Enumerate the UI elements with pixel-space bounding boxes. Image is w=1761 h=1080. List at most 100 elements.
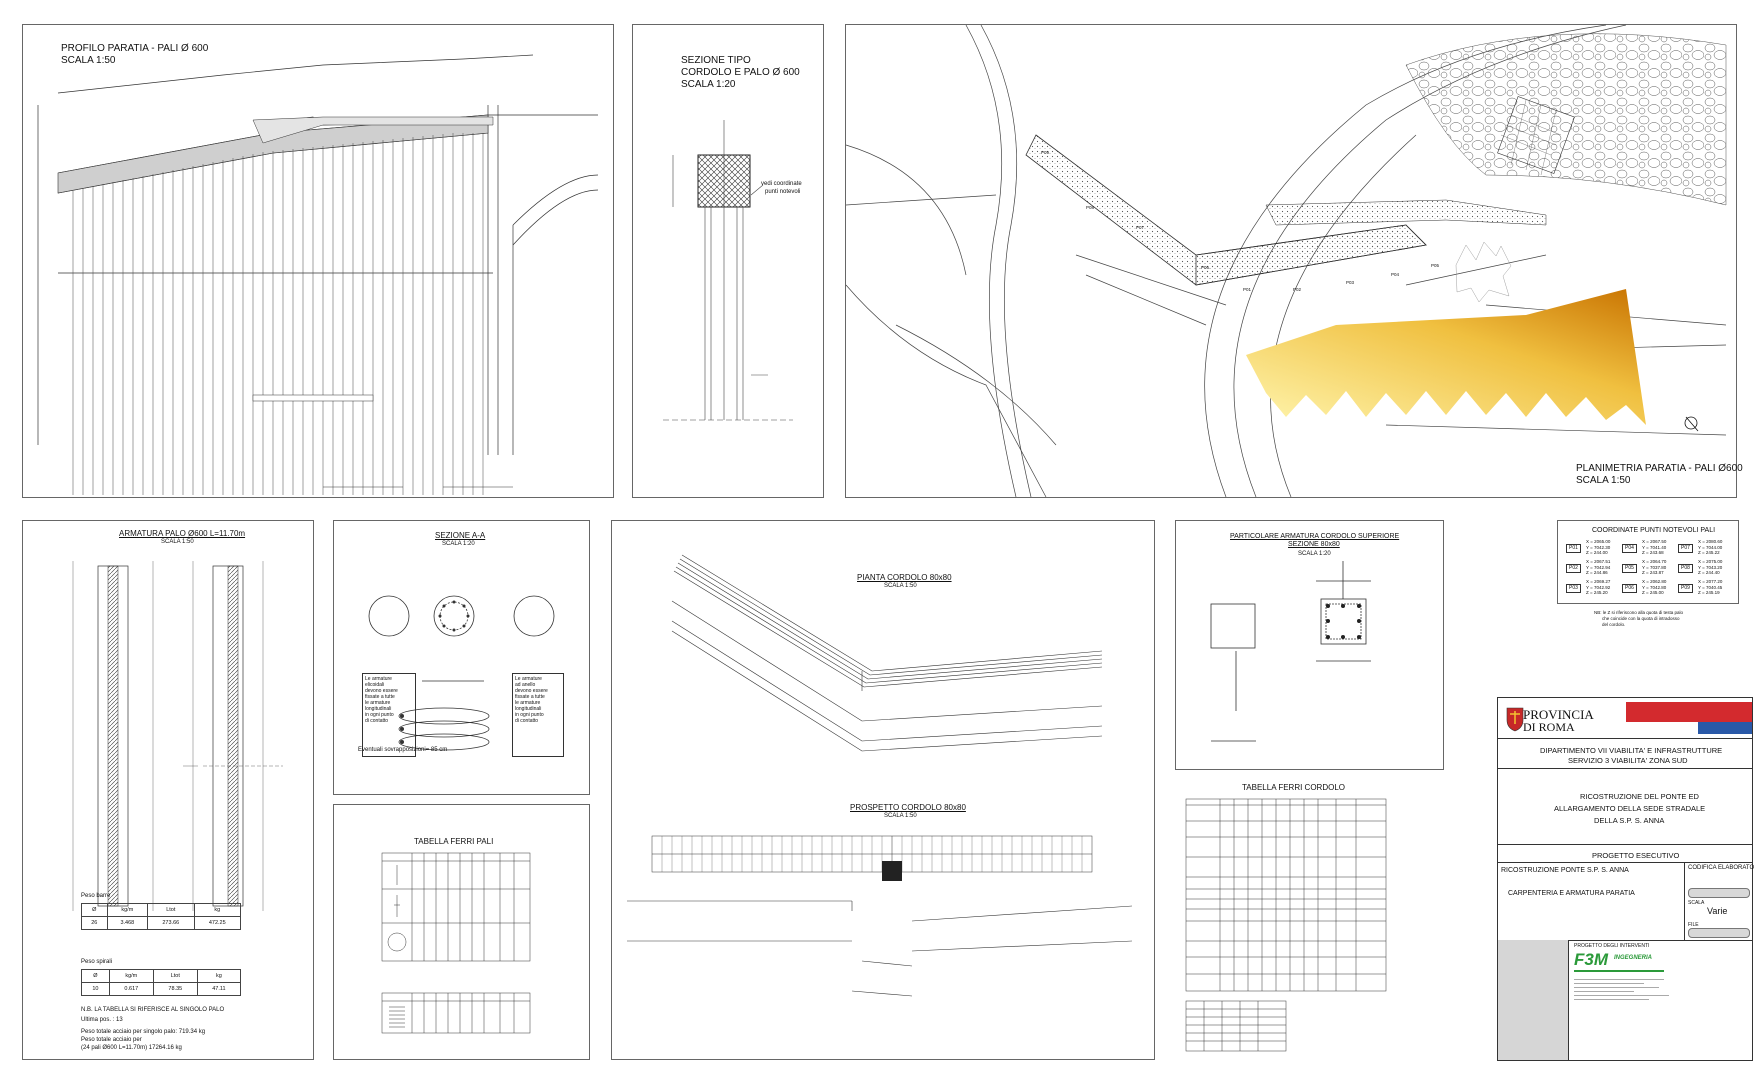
peso-spirali-cell: 10 — [81, 982, 110, 996]
cordolo-panel: PIANTA CORDOLO 80x80 SCALA 1:50 PROSPETT… — [611, 520, 1155, 1060]
armatura-note: (24 pali Ø600 L=11.70m) 17264.16 kg — [81, 1045, 182, 1051]
coordinate-point-id: P09 — [1678, 584, 1693, 593]
section-type-subtitle: CORDOLO E PALO Ø 600 — [681, 67, 800, 78]
coordinate-value-x: X = 2064.70 — [1642, 559, 1667, 564]
peso-spirali-header: kg/m — [108, 969, 154, 983]
note-line: devono essere — [365, 688, 398, 694]
section-type-drawing — [663, 120, 793, 421]
coordinate-point-id: P03 — [1566, 584, 1581, 593]
profile-scale: SCALA 1:50 — [61, 55, 116, 66]
plan-point-label-p03: P03 — [1346, 280, 1355, 285]
sezione-aa-note-right: Le armature ad anello devono essere fiss… — [512, 673, 564, 757]
particolare-title: PARTICOLARE ARMATURA CORDOLO SUPERIORE — [1230, 533, 1400, 540]
pianta-cordolo-title: PIANTA CORDOLO 80x80 — [857, 573, 952, 582]
province-banner-red — [1626, 702, 1752, 722]
firm-logo-underline — [1574, 970, 1664, 972]
coordinate-value-z: Z = 244.00 — [1586, 550, 1608, 555]
coordinate-value-z: Z = 245.00 — [1642, 590, 1664, 595]
particolare-panel: PARTICOLARE ARMATURA CORDOLO SUPERIORE S… — [1175, 520, 1444, 770]
particolare-subtitle: SEZIONE 80x80 — [1288, 541, 1340, 548]
note-line: longitudinali — [515, 706, 542, 712]
tabella-cordolo-title: TABELLA FERRI CORDOLO — [1242, 783, 1345, 792]
tabella-pali-panel: TABELLA FERRI PALI — [333, 804, 590, 1060]
tabella-cordolo-panel: TABELLA FERRI CORDOLO — [1175, 778, 1402, 1060]
coordinate-point-id: P01 — [1566, 544, 1581, 553]
armatura-note: Peso totale acciaio per singolo palo: 71… — [81, 1029, 206, 1035]
project-line-2: ALLARGAMENTO DELLA SEDE STRADALE — [1554, 804, 1706, 813]
title-block-divider — [1498, 738, 1752, 739]
sezione-aa-panel: SEZIONE A-A SCALA 1:20 Le armature elico… — [333, 520, 590, 795]
scala-value: Varie — [1707, 906, 1728, 916]
coordinate-value-x: X = 2067.51 — [1586, 559, 1611, 564]
coordinates-note-2: punti notevoli — [765, 189, 801, 195]
title-block-divider — [1498, 862, 1752, 863]
prospetto-cordolo-title: PROSPETTO CORDOLO 80x80 — [850, 803, 966, 812]
province-logo-area: PROVINCIA DI ROMA — [1498, 698, 1752, 738]
excavation-gradient-area — [1246, 289, 1646, 425]
plan-drawing — [845, 24, 1727, 498]
coordinate-value-y: Y = 7042.92 — [1586, 584, 1611, 590]
department-line-2: SERVIZIO 3 VIABILITA' ZONA SUD — [1568, 756, 1688, 765]
note-line: Le armature — [365, 676, 392, 682]
peso-spirali-header: Ø — [81, 969, 110, 983]
coordinate-value-z: Z = 244.40 — [1698, 570, 1720, 575]
firm-logo: F3M — [1574, 950, 1608, 969]
peso-barre-cell: 472.25 — [193, 916, 242, 930]
peso-spirali-cell: 78.35 — [152, 982, 198, 996]
file-field — [1688, 928, 1750, 938]
peso-spirali-label: Peso spirali — [81, 959, 113, 965]
note-line: Le armature — [515, 676, 542, 682]
coordinate-value-y: Y = 7040.45 — [1698, 584, 1723, 590]
peso-barre-cell: 26 — [81, 916, 108, 930]
file-label: FILE — [1688, 922, 1699, 928]
coordinate-value-y: Y = 7044.00 — [1698, 544, 1723, 550]
cordolo-drawing — [627, 554, 1133, 997]
armatura-palo-drawing — [72, 561, 283, 911]
title-block-divider — [1498, 940, 1752, 941]
particolare-scale: SCALA 1:20 — [1298, 551, 1331, 557]
note-line: fissate a tutte — [515, 694, 545, 700]
coordinate-value-y: Y = 7042.30 — [1586, 544, 1611, 550]
plan-point-label-p08: P08 — [1086, 205, 1095, 210]
province-crest-icon — [1506, 707, 1524, 732]
coordinate-value-y: Y = 7037.80 — [1642, 564, 1667, 570]
coordinate-value-x: X = 2062.80 — [1642, 579, 1667, 584]
coordinate-note: che coincide con la quota di intradosso — [1602, 616, 1680, 621]
peso-spirali-header: kg — [196, 969, 242, 983]
coordinate-value-x: X = 2067.50 — [1642, 539, 1667, 544]
peso-barre-header: kg — [193, 903, 242, 917]
province-name: PROVINCIA — [1523, 707, 1594, 722]
note-line: fissate a tutte — [365, 694, 395, 700]
armatura-note: N.B. LA TABELLA SI RIFERISCE AL SINGOLO … — [81, 1007, 225, 1013]
province-banner-blue — [1698, 722, 1752, 734]
coordinate-point-id: P04 — [1622, 544, 1637, 553]
plan-point-label-p06: P06 — [1201, 265, 1210, 270]
firm-logo-subtitle: INGEGNERIA — [1614, 955, 1653, 961]
plan-panel: PLANIMETRIA PARATIA - PALI Ø600 SCALA 1:… — [845, 24, 1743, 498]
tabella-pali-grid — [381, 852, 531, 1034]
coordinate-value-x: X = 2077.20 — [1698, 579, 1723, 584]
tabella-cordolo-grid — [1185, 798, 1387, 1052]
codifica-box: CODIFICA ELABORATO SCALA Varie FILE — [1684, 862, 1754, 940]
note-line: devono essere — [515, 688, 548, 694]
armatura-note: Peso totale acciaio per — [81, 1037, 142, 1043]
note-line: longitudinali — [365, 706, 392, 712]
department-line-1: DIPARTIMENTO VII VIABILITA' E INFRASTRUT… — [1540, 746, 1723, 755]
particolare-drawing — [1210, 561, 1371, 742]
section-type-panel: SEZIONE TIPO CORDOLO E PALO Ø 600 SCALA … — [632, 24, 824, 498]
province-name-2: DI ROMA — [1523, 720, 1575, 734]
coordinate-value-x: X = 2069.27 — [1586, 579, 1611, 584]
coordinate-point-id: P06 — [1622, 584, 1637, 593]
peso-barre-label: Peso barre — [81, 893, 111, 899]
peso-barre-cell: 273.66 — [147, 916, 195, 930]
coordinate-point-id: P02 — [1566, 564, 1581, 573]
note-line: in ogni punto — [515, 712, 544, 718]
project-line-1: RICOSTRUZIONE DEL PONTE ED — [1580, 792, 1699, 801]
